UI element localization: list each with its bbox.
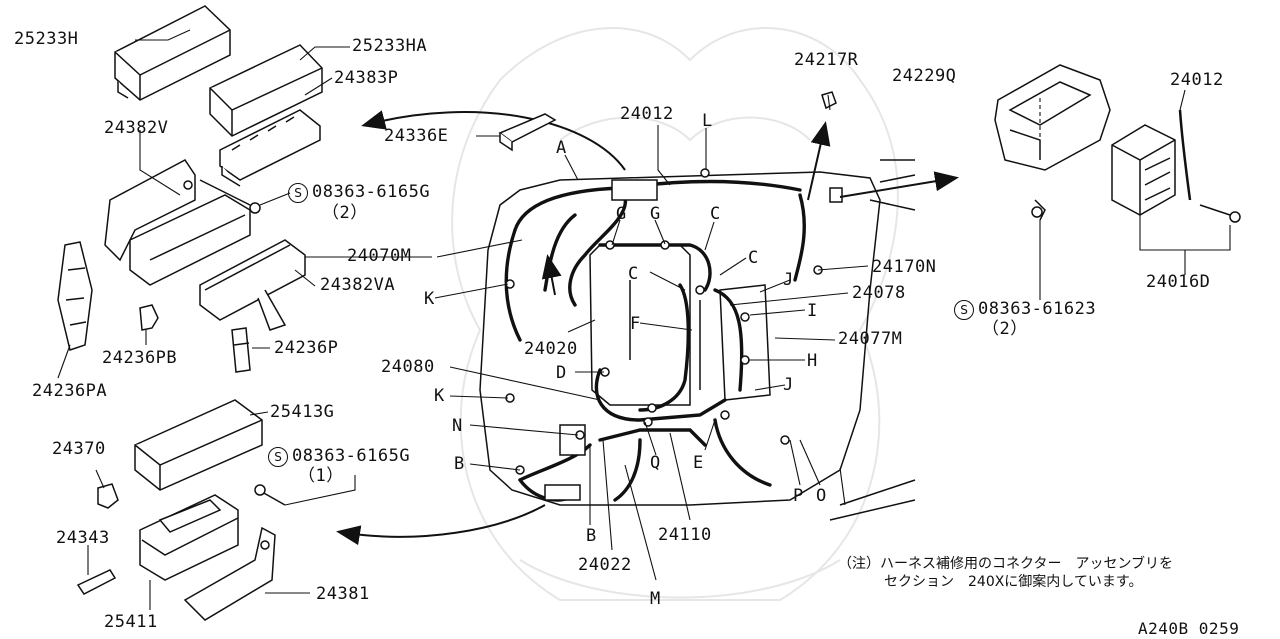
label-24170N: 24170N: [872, 257, 937, 277]
label-24110: 24110: [658, 525, 712, 545]
note-line-1: （注）ハーネス補修用のコネクター アッセンブリを: [838, 556, 1174, 572]
part-24229Q-bracket: [994, 64, 1111, 171]
letter-K-1: K: [424, 289, 435, 309]
letter-D: D: [556, 363, 567, 383]
letter-A: A: [556, 138, 567, 158]
letter-N: N: [452, 416, 463, 436]
letter-C-1: C: [710, 204, 721, 224]
label-25411: 25411: [104, 612, 158, 632]
part-24382V-bracket: [104, 159, 251, 286]
part-25411-fuse-block: [139, 494, 239, 581]
label-08363-6165G-upper: 08363-6165G: [312, 182, 431, 202]
label-qty-2-right: （2）: [982, 319, 1028, 339]
label-24012-lead: 24012: [1170, 70, 1224, 90]
leader-lines-center: [434, 94, 869, 581]
letter-J-2: J: [783, 375, 794, 395]
label-25233HA: 25233HA: [352, 36, 428, 56]
diagram-reference-code: A240B 0259: [1138, 619, 1240, 638]
label-qty-2-upper: （2）: [322, 203, 368, 223]
letter-C-3: C: [628, 264, 639, 284]
part-24012-lead: [1178, 109, 1192, 201]
letter-Q: Q: [650, 453, 661, 473]
letter-K-2: K: [434, 386, 445, 406]
letter-P: P: [793, 486, 804, 506]
part-24336E-protector: [498, 113, 557, 152]
leader-lines-left: [57, 29, 432, 610]
letter-J-1: J: [783, 270, 794, 290]
part-24236P-clip: [231, 327, 251, 373]
label-24022: 24022: [578, 555, 632, 575]
label-08363-6165G-lower: 08363-6165G: [292, 446, 411, 466]
letter-O: O: [816, 486, 827, 506]
part-24016D-connector: [1111, 124, 1176, 216]
part-24381-bracket: [183, 526, 276, 621]
note-line-2: セクション 240Xに御案内しています。: [884, 574, 1143, 590]
label-25413G: 25413G: [270, 402, 335, 422]
letter-H: H: [807, 351, 818, 371]
part-24343-fuse: [76, 569, 117, 595]
label-24077M: 24077M: [838, 329, 903, 349]
part-25233HA-cover: [209, 44, 323, 137]
letter-C-2: C: [748, 248, 759, 268]
leader-lines-right: [1039, 89, 1231, 300]
part-24382VA-box: [199, 239, 306, 331]
label-24236P: 24236P: [274, 338, 339, 358]
label-25233H: 25233H: [14, 29, 79, 49]
label-24020: 24020: [524, 339, 578, 359]
watermark-emblem: [451, 26, 899, 601]
label-24080: 24080: [381, 357, 435, 377]
label-24381: 24381: [316, 584, 370, 604]
part-25233H-cover: [114, 5, 231, 101]
label-08363-61623: 08363-61623: [978, 299, 1097, 319]
label-24217R: 24217R: [794, 50, 859, 70]
screw-symbol: S: [288, 183, 308, 203]
part-24383P-relay-block: [219, 109, 321, 187]
letter-G-2: G: [650, 204, 661, 224]
letter-F: F: [630, 314, 641, 334]
label-24382VA: 24382VA: [320, 275, 396, 295]
part-24236PA-strip: [57, 241, 93, 351]
direction-arrows: [336, 110, 959, 546]
letter-I: I: [807, 301, 818, 321]
label-24012-harness: 24012: [620, 104, 674, 124]
letter-M: M: [650, 589, 661, 609]
label-24236PB: 24236PB: [102, 348, 178, 368]
right-bolts: [1031, 199, 1241, 223]
label-24070M: 24070M: [347, 246, 412, 266]
label-24382V: 24382V: [104, 118, 169, 138]
label-qty-1: （1）: [298, 466, 344, 486]
letter-B-1: B: [454, 454, 465, 474]
label-24336E: 24336E: [384, 126, 449, 146]
part-24236PB-clip: [139, 304, 159, 331]
letter-L: L: [702, 111, 713, 131]
screw-symbol: S: [268, 447, 288, 467]
letter-E: E: [693, 453, 704, 473]
label-24078: 24078: [852, 283, 906, 303]
screw-symbol: S: [954, 300, 974, 320]
label-24236PA: 24236PA: [32, 381, 108, 401]
bolt-left-upper: [199, 179, 261, 214]
part-24370-relay: [97, 483, 119, 509]
label-24343: 24343: [56, 528, 110, 548]
letter-B-2: B: [586, 526, 597, 546]
part-25413G-cover: [134, 399, 263, 491]
label-24370: 24370: [52, 439, 106, 459]
label-24016D: 24016D: [1146, 272, 1211, 292]
label-24229Q: 24229Q: [892, 66, 957, 86]
bolt-left-lower: [254, 484, 286, 506]
label-24383P: 24383P: [334, 68, 399, 88]
letter-G-1: G: [616, 204, 627, 224]
